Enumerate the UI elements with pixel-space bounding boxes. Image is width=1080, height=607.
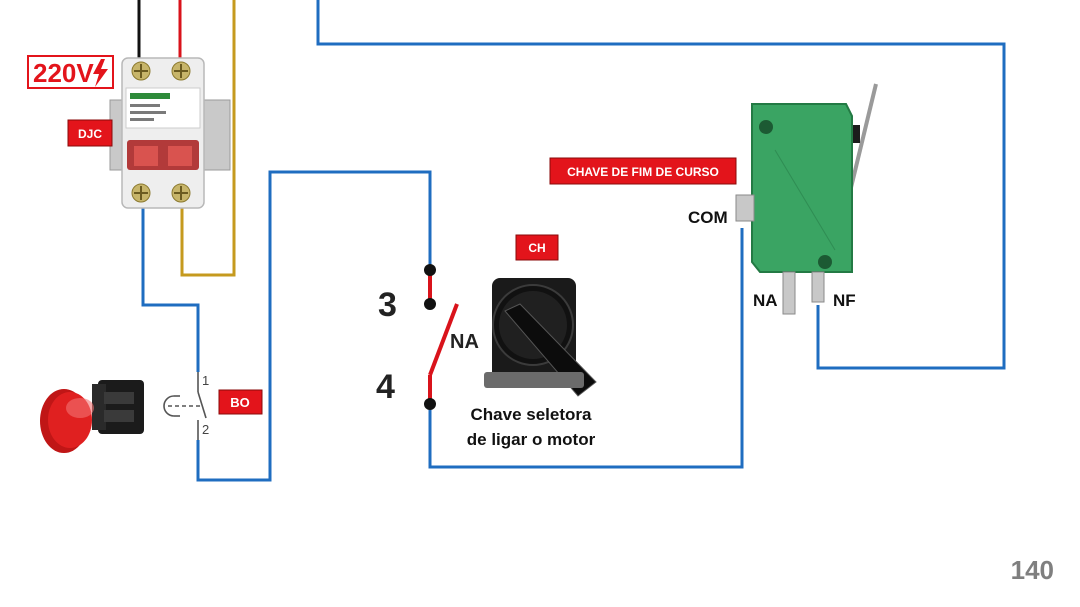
bo-pin-1: 1 — [202, 373, 209, 388]
gold-wire — [180, 0, 236, 277]
blue-wire-bo-to-selector — [196, 170, 432, 482]
limit-switch-tag — [549, 157, 737, 185]
voltage-text: 220V — [33, 58, 94, 88]
terminal-4-label: 4 — [376, 368, 395, 406]
bo-tag — [218, 389, 263, 415]
lightning-icon — [93, 59, 108, 87]
blue-wire-breaker-to-bo — [141, 205, 200, 372]
ch-tag — [515, 234, 559, 261]
ch-tag-label: CH — [528, 241, 545, 255]
djc-tag — [67, 119, 113, 147]
limit-switch — [735, 83, 878, 315]
limit-na-label: NA — [753, 291, 778, 310]
bo-symbol — [163, 372, 207, 440]
blue-wire-nf-return — [316, 0, 1006, 370]
voltage-badge: 220V — [27, 55, 114, 89]
selector-caption-line2: de ligar o motor — [467, 430, 596, 449]
djc-tag-label: DJC — [78, 127, 102, 141]
na-contact-label: NA — [450, 331, 479, 353]
blue-wire-selector-to-com — [428, 228, 744, 469]
bo-pin-2: 2 — [202, 422, 209, 437]
emergency-button — [40, 380, 144, 453]
circuit-breaker — [109, 57, 231, 209]
selector-caption-line1: Chave seletora — [471, 405, 592, 424]
limit-nf-label: NF — [833, 291, 856, 310]
wires — [137, 0, 1006, 482]
terminal-3-label: 3 — [378, 286, 397, 324]
selector-switch — [484, 278, 597, 397]
com-label: COM — [688, 208, 728, 227]
bo-tag-label: BO — [230, 395, 250, 410]
page-number: 140 — [1011, 555, 1054, 585]
selector-contact — [424, 264, 459, 410]
limit-switch-tag-label: CHAVE DE FIM DE CURSO — [567, 165, 719, 179]
